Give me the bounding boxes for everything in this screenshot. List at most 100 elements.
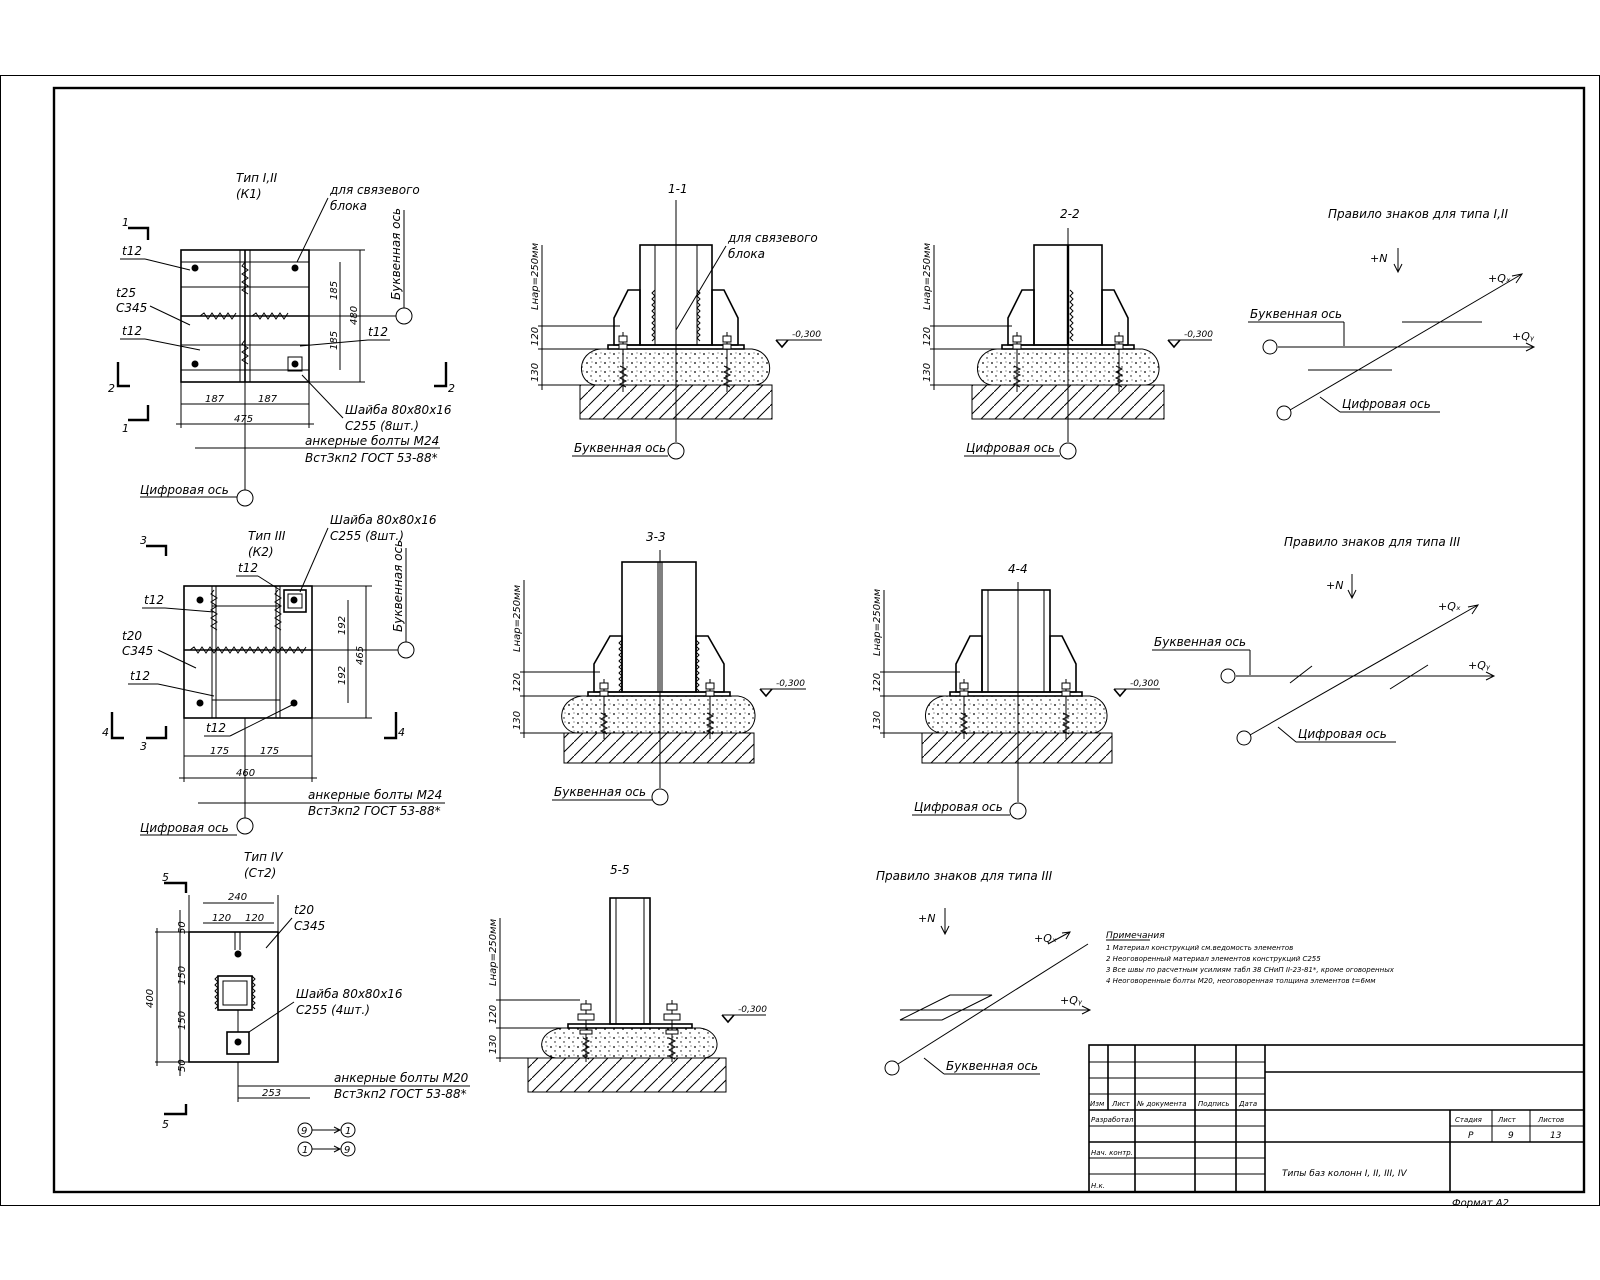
- sign-rule-1-letter: Буквенная ось: [1250, 307, 1342, 321]
- plan-k2-cut-4a: 4: [102, 726, 109, 739]
- sign-rule-1: Правило знаков для типа I,II +N +Qᵧ +Qₓ …: [1248, 207, 1536, 421]
- inner-frame: [52, 86, 1586, 1194]
- section-5-5-title: 5-5: [610, 863, 630, 877]
- plan-k1-washer-2: С255 (8шт.): [345, 419, 419, 433]
- plan-k2-dim-5: 175: [260, 746, 279, 757]
- tb-col-list: Лист: [1111, 1100, 1131, 1108]
- sign-rule-2-digit: Цифровая ось: [1298, 727, 1387, 741]
- plan-k1-plate-right: t12: [368, 325, 388, 339]
- plan-cm2-bolts-2: ВстЗкп2 ГОСТ 53-88*: [334, 1087, 467, 1101]
- section-1-1-elev: -0,300: [792, 330, 821, 340]
- plan-k2-bolts-2: ВстЗкп2 ГОСТ 53-88*: [308, 804, 441, 818]
- section-4-4-axis: Цифровая ось: [914, 800, 1003, 814]
- section-1-1-note-2: блока: [728, 247, 765, 261]
- plan-k2-cut-4b: 4: [398, 726, 405, 739]
- plan-k1-axis-letter: Буквенная ось: [389, 208, 403, 300]
- section-1-1: 1-1 Буквенная ось для связевого блока Lн…: [530, 182, 822, 460]
- plan-cm2-dim-v5: 400: [145, 989, 156, 1008]
- notes-item-2: 2 Неоговоренный материал элементов конст…: [1106, 955, 1321, 963]
- section-3-3: 3-3 Буквенная ось Lнар=250мм 120 130 -0,…: [512, 530, 806, 806]
- tb-col-doc: № документа: [1136, 1100, 1187, 1108]
- notes-item-4: 4 Неоговоренные болты М20, неоговоренная…: [1106, 977, 1376, 985]
- title-block: Изм Лист № документа Подпись Дата Разраб…: [1088, 1044, 1585, 1209]
- plan-cm2-cut-5a: 5: [162, 871, 169, 884]
- plan-cm2-dim-v3: 150: [177, 1011, 188, 1030]
- plan-k1-cut-2b: 2: [448, 382, 455, 395]
- plan-k2-dim-2: 192: [337, 666, 348, 685]
- plan-k1-dim-4: 187: [205, 394, 225, 405]
- plan-k2-plate-base-1: t20: [122, 629, 142, 643]
- plan-k1-cut-2a: 2: [108, 382, 115, 395]
- plan-cm2-bolts-1: анкерные болты М20: [334, 1071, 469, 1085]
- section-5-5-130: 130: [488, 1035, 499, 1054]
- tb-list-h: Лист: [1497, 1116, 1517, 1124]
- plan-k2-plate-bottom: t12: [206, 721, 226, 735]
- sign-rule-2: Правило знаков для типа III +N +Qᵧ +Qₓ Б…: [1152, 535, 1496, 746]
- tb-col-sign: Подпись: [1198, 1100, 1230, 1108]
- section-3-3-title: 3-3: [646, 530, 666, 544]
- sign-rule-3: Правило знаков для типа III +N +Qₓ +Qᵧ Б…: [876, 869, 1092, 1076]
- plan-k1-cut-1a: 1: [122, 216, 129, 229]
- section-3-3-120: 120: [512, 673, 523, 692]
- section-2-2-elev: -0,300: [1184, 330, 1213, 340]
- notes-item-1: 1 Материал конструкций см.ведомость элем…: [1106, 944, 1293, 952]
- plan-k1-plate-top: t12: [122, 244, 142, 258]
- sign-rule-2-title: Правило знаков для типа III: [1284, 535, 1461, 549]
- plan-cm2-plate-2: С345: [294, 919, 325, 933]
- plan-k2-plate-top: t12: [238, 561, 258, 575]
- tb-col-date: Дата: [1238, 1100, 1257, 1108]
- plan-k2-cut-3a: 3: [140, 534, 147, 547]
- axis-marker-3: 1: [302, 1145, 308, 1156]
- sign-rule-3-qx: +Qₓ: [1034, 932, 1057, 945]
- axis-marker-4: 9: [344, 1145, 350, 1156]
- notes-title: Примечания: [1106, 931, 1165, 941]
- tb-row-nk: Н.к.: [1091, 1182, 1105, 1190]
- notes-item-3: 3 Все швы по расчетным усилиям табл 38 С…: [1106, 966, 1395, 974]
- plan-cm2-dim-v4: 50: [177, 1059, 188, 1072]
- section-1-1-title: 1-1: [668, 182, 688, 196]
- plan-k2-axis-letter: Буквенная ось: [391, 540, 405, 632]
- section-2-2-title: 2-2: [1060, 207, 1080, 221]
- plan-k1-subtitle: (К1): [236, 187, 262, 201]
- section-4-4-title: 4-4: [1008, 562, 1028, 576]
- plan-cm2-washer-1: Шайба 80х80х16: [296, 987, 403, 1001]
- plan-k1-dim-5: 187: [258, 394, 278, 405]
- plan-k2-bolts-1: анкерные болты М24: [308, 788, 442, 802]
- section-3-3-lnar: Lнар=250мм: [512, 584, 523, 652]
- sign-rule-2-letter: Буквенная ось: [1154, 635, 1246, 649]
- plan-cm2: Тип IV (Ст2) 240 120 120 50 150 150 50 4…: [145, 850, 470, 1157]
- outer-frame: [0, 75, 1600, 1206]
- plan-k2-washer-1: Шайба 80х80х16: [330, 513, 437, 527]
- plan-k2-plate-left1: t12: [144, 593, 164, 607]
- plan-k2-subtitle: (К2): [248, 545, 274, 559]
- plan-k1-note-1: для связевого: [329, 183, 420, 197]
- section-3-3-axis: Буквенная ось: [554, 785, 646, 799]
- section-5-5-lnar: Lнар=250мм: [488, 918, 499, 986]
- notes-block: Примечания 1 Материал конструкций см.вед…: [1106, 931, 1395, 985]
- plan-k1-dim-2: 185: [329, 331, 340, 350]
- sign-rule-1-qx: +Qₓ: [1488, 272, 1511, 285]
- tb-row-razrab: Разработал: [1091, 1116, 1134, 1124]
- section-1-1-note-1: для связевого: [727, 231, 818, 245]
- section-1-1-axis: Буквенная ось: [574, 441, 666, 455]
- plan-k1-dim-1: 185: [329, 281, 340, 300]
- section-4-4-elev: -0,300: [1130, 679, 1159, 689]
- section-5-5-elev: -0,300: [738, 1005, 767, 1015]
- plan-k1-dim-3: 480: [349, 306, 360, 325]
- section-4-4-120: 120: [872, 673, 883, 692]
- sign-rule-3-qy: +Qᵧ: [1060, 994, 1083, 1007]
- section-4-4-130: 130: [872, 711, 883, 730]
- sign-rule-2-qy: +Qᵧ: [1468, 659, 1491, 672]
- section-4-4-lnar: Lнар=250мм: [872, 588, 883, 656]
- sign-rule-1-n: +N: [1370, 252, 1387, 265]
- sign-rule-2-n: +N: [1326, 579, 1343, 592]
- plan-cm2-washer-2: С255 (4шт.): [296, 1003, 370, 1017]
- plan-k2-cut-3b: 3: [140, 740, 147, 753]
- plan-k2: Тип III (К2) 192 192 465 175 175 460 t: [102, 513, 445, 836]
- plan-cm2-title: Тип IV: [244, 850, 283, 864]
- plan-k2-plate-left2: t12: [130, 669, 150, 683]
- plan-k1-dim-6: 475: [234, 414, 253, 425]
- plan-cm2-dim-v2: 150: [177, 966, 188, 985]
- plan-cm2-dim-v1: 50: [177, 921, 188, 934]
- plan-k1-plate-bottom: t12: [122, 324, 142, 338]
